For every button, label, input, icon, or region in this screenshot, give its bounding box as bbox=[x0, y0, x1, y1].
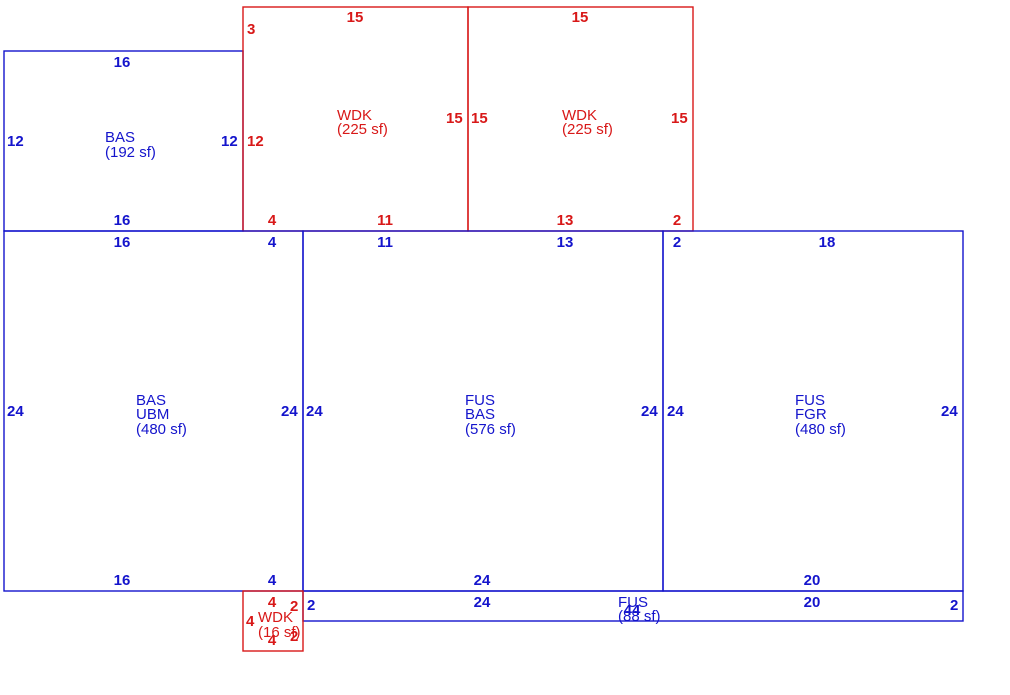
dimension-bottom: 13 bbox=[557, 212, 574, 229]
dimension-top-right: 4 bbox=[268, 234, 277, 251]
dimension-top: 4 bbox=[268, 594, 277, 611]
dimension-bottom: 16 bbox=[114, 572, 131, 589]
area-code: FUS bbox=[618, 594, 648, 611]
dimension-bottom-right: 4 bbox=[268, 572, 277, 589]
dimension-bottom: 11 bbox=[377, 212, 393, 229]
dimension-left: 24 bbox=[667, 403, 684, 420]
dimension-bottom: 20 bbox=[804, 572, 821, 589]
dimension-left: 12 bbox=[7, 133, 24, 150]
dimension-right: 2 bbox=[950, 597, 958, 614]
area-code: BAS bbox=[105, 129, 135, 146]
dimension-top-left: 3 bbox=[247, 21, 255, 38]
area-code-secondary: BAS bbox=[465, 406, 495, 423]
area-fus-88: 2 24 20 2 44 FUS (88 sf) bbox=[302, 590, 964, 625]
area-fus-bas-576: 11 13 24 24 24 FUS BAS (576 sf) bbox=[302, 230, 664, 592]
area-code: WDK bbox=[258, 609, 293, 626]
dimension-bottom: 44 bbox=[624, 602, 641, 619]
area-code: FUS bbox=[465, 392, 495, 409]
area-code: FUS bbox=[795, 392, 825, 409]
dimension-top-left: 24 bbox=[474, 594, 491, 611]
dimension-top: 15 bbox=[347, 9, 364, 26]
dimension-right: 15 bbox=[446, 110, 463, 127]
dimension-left: 4 bbox=[246, 613, 255, 630]
dimension-top: 15 bbox=[572, 9, 589, 26]
dimension-bottom-right: 2 bbox=[673, 212, 681, 229]
dimension-right-bottom: 2 bbox=[290, 628, 298, 645]
dimension-left: 12 bbox=[247, 133, 264, 150]
area-size: (225 sf) bbox=[337, 121, 388, 138]
area-wdk-225-left: 15 3 12 15 4 11 WDK (225 sf) bbox=[242, 6, 469, 232]
area-size: (480 sf) bbox=[795, 421, 846, 438]
dimension-top-right: 20 bbox=[804, 594, 821, 611]
dimension-top-right: 13 bbox=[557, 234, 574, 251]
dimension-bottom: 24 bbox=[474, 572, 491, 589]
dimension-bottom: 16 bbox=[114, 212, 131, 229]
area-outline bbox=[242, 590, 304, 652]
area-code: WDK bbox=[562, 107, 597, 124]
dimension-top: 16 bbox=[114, 234, 131, 251]
dimension-top: 16 bbox=[114, 54, 131, 71]
dimension-left: 24 bbox=[7, 403, 24, 420]
dimension-right: 24 bbox=[941, 403, 958, 420]
dimension-bottom: 4 bbox=[268, 632, 277, 649]
dimension-right-top: 2 bbox=[290, 598, 298, 615]
area-code-secondary: FGR bbox=[795, 406, 827, 423]
area-size: (16 sf) bbox=[258, 624, 301, 641]
area-fus-fgr-480: 2 18 24 24 20 FUS FGR (480 sf) bbox=[662, 230, 964, 592]
area-wdk-16: 4 2 4 4 2 WDK (16 sf) bbox=[242, 590, 304, 652]
dimension-left: 15 bbox=[471, 110, 488, 127]
dimension-top-left: 11 bbox=[377, 234, 393, 251]
area-size: (576 sf) bbox=[465, 421, 516, 438]
dimension-right: 15 bbox=[671, 110, 688, 127]
area-size: (480 sf) bbox=[136, 421, 187, 438]
dimension-bottom-left: 4 bbox=[268, 212, 277, 229]
area-bas-ubm-480: 16 4 24 24 16 4 BAS UBM (480 sf) bbox=[3, 230, 304, 592]
dimension-left: 24 bbox=[306, 403, 323, 420]
area-size: (88 sf) bbox=[618, 608, 661, 625]
area-wdk-225-right: 15 15 15 13 2 WDK (225 sf) bbox=[467, 6, 694, 232]
area-size: (192 sf) bbox=[105, 144, 156, 161]
dimension-right: 24 bbox=[641, 403, 658, 420]
area-size: (225 sf) bbox=[562, 121, 613, 138]
dimension-right: 12 bbox=[221, 133, 238, 150]
dimension-top-left: 2 bbox=[673, 234, 681, 251]
area-code: WDK bbox=[337, 107, 372, 124]
area-code-secondary: UBM bbox=[136, 406, 169, 423]
dimension-left: 2 bbox=[307, 597, 315, 614]
area-code: BAS bbox=[136, 392, 166, 409]
area-bas-192: 16 16 12 12 BAS (192 sf) bbox=[3, 50, 244, 232]
dimension-top: 18 bbox=[819, 234, 836, 251]
dimension-right: 24 bbox=[281, 403, 298, 420]
